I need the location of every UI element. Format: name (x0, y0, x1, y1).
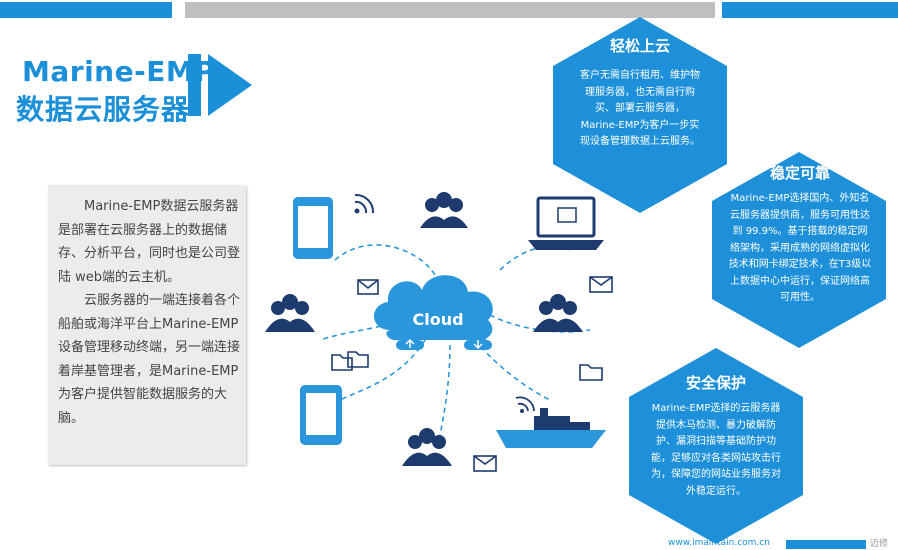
wifi-icon (354, 193, 375, 214)
page-title-en: Marine-EMP (22, 55, 216, 88)
people-icon (265, 294, 315, 332)
footer-bar (786, 540, 866, 549)
title-accent-bar (188, 54, 201, 116)
footer-url: www.imaintain.com.cn (668, 538, 770, 548)
envelope-icon (357, 279, 379, 295)
laptop-icon (528, 196, 604, 250)
people-icon (533, 294, 583, 332)
top-bar-middle (185, 2, 715, 18)
feature-title: 安全保护 (685, 374, 746, 392)
folder-icon (347, 351, 369, 368)
tablet-icon (300, 385, 342, 445)
download-icon (464, 334, 492, 350)
top-bar-left (0, 2, 172, 18)
cloud-icon: Cloud (373, 275, 493, 342)
envelope-icon (473, 455, 497, 472)
description-paragraph: 云服务器的一端连接着各个船舶或海洋平台上Marine-EMP设备管理移动终端，另… (58, 293, 241, 426)
play-arrow-icon (208, 54, 252, 116)
ship-icon (496, 396, 606, 448)
cloud-network-diagram: Cloud (265, 192, 613, 472)
feature-hex-security: 安全保护 Marine-EMP选择的云服务器提供木马检测、暴力破解防护、漏洞扫描… (629, 348, 803, 544)
cloud-label: Cloud (412, 310, 463, 329)
feature-hex-stable: 稳定可靠 Marine-EMP选择国内、外知名云服务器提供商，服务可用性达到 9… (712, 152, 886, 348)
people-icon (420, 192, 468, 228)
description-paragraph: Marine-EMP数据云服务器是部署在云服务器上的数据储存、分析平台，同时也是… (58, 199, 241, 285)
folder-icon (579, 364, 603, 381)
description-box: Marine-EMP数据云服务器是部署在云服务器上的数据储存、分析平台，同时也是… (48, 185, 246, 465)
people-icon (402, 428, 452, 466)
feature-hex-easy-cloud: 轻松上云 客户无需自行租用、维护物理服务器，也无需自行购买、部署云服务器，Mar… (553, 17, 727, 213)
footer-logo-mark: 迈修 (870, 539, 889, 549)
envelope-icon (589, 276, 613, 293)
feature-title: 稳定可靠 (769, 164, 830, 182)
smartphone-icon (293, 197, 333, 259)
top-bar-right (722, 2, 898, 18)
feature-title: 轻松上云 (609, 37, 670, 55)
page-title-zh: 数据云服务器 (16, 93, 191, 126)
folder-icon (331, 354, 353, 371)
feature-body: 客户无需自行租用、维护物理服务器，也无需自行购买、部署云服务器，Marine-E… (580, 70, 700, 147)
upload-icon (396, 334, 424, 350)
feature-body: Marine-EMP选择的云服务器提供木马检测、暴力破解防护、漏洞扫描等基础防护… (651, 403, 781, 497)
feature-body: Marine-EMP选择国内、外知名云服务器提供商，服务可用性达到 99.9%。… (728, 193, 872, 303)
